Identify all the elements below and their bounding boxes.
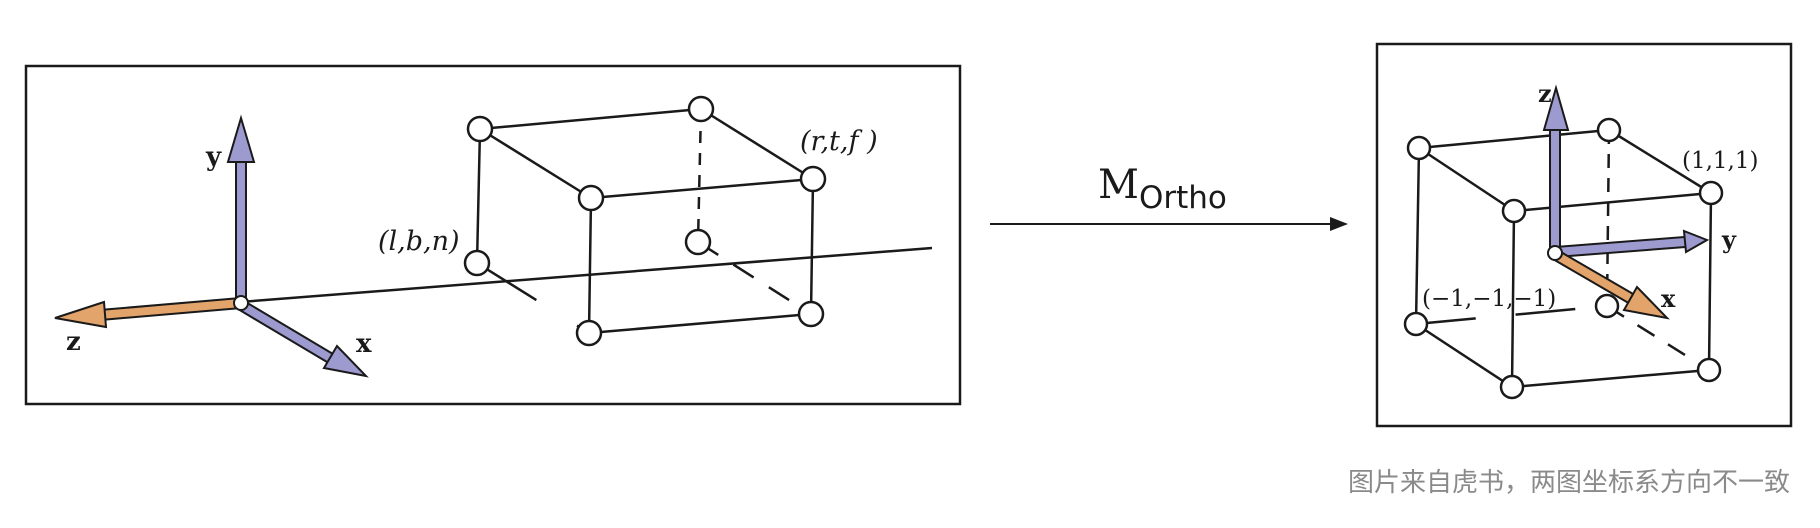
vertex — [1499, 374, 1525, 400]
transform-arrow: MOrtho — [990, 162, 1348, 231]
vertex-rtf — [799, 165, 827, 193]
vertex-min — [1403, 311, 1429, 337]
transform-label: MOrtho — [1098, 162, 1227, 216]
right-cube — [1414, 128, 1713, 389]
corner-min-label: (−1,−1,−1) — [1422, 286, 1556, 312]
left-z-label: z — [66, 327, 81, 357]
right-z-arrowhead — [1542, 84, 1570, 131]
transform-label-main: M — [1098, 162, 1139, 208]
vertex-lbn — [463, 249, 491, 277]
right-y-arrowhead — [1682, 229, 1710, 254]
vertex — [1501, 198, 1527, 224]
left-vertices — [463, 95, 827, 347]
right-x-arrowhead — [1622, 285, 1670, 320]
vertex-max — [1698, 180, 1724, 206]
left-x-arrowhead — [322, 344, 369, 378]
vertex — [684, 228, 712, 256]
corner-near-label: (l,b,n) — [378, 226, 460, 257]
right-x-label: x — [1661, 284, 1676, 313]
vertex — [1596, 117, 1622, 143]
left-x-label: x — [356, 329, 372, 359]
view-direction-line — [239, 246, 933, 304]
right-origin — [1547, 245, 1563, 261]
right-vertices — [1403, 117, 1724, 400]
corner-max-label: (1,1,1) — [1682, 148, 1758, 174]
right-panel: z y x (1,1,1) (−1,−1,−1) — [1375, 42, 1793, 428]
left-axes — [54, 114, 369, 378]
vertex — [1696, 357, 1722, 383]
vertex — [797, 300, 825, 328]
left-panel-frame — [24, 64, 962, 406]
vertex — [1594, 293, 1620, 319]
corner-far-label: (r,t,f ) — [800, 126, 878, 157]
right-axes — [1542, 84, 1710, 320]
transform-arrowhead — [1330, 217, 1348, 231]
left-y-arrowhead — [226, 114, 256, 163]
left-origin — [233, 295, 249, 311]
caption: 图片来自虎书，两图坐标系方向不一致 — [1347, 468, 1790, 498]
left-y-label: y — [205, 142, 222, 172]
vertex — [1406, 135, 1432, 161]
vertex — [575, 319, 603, 347]
vertex — [577, 184, 605, 212]
left-panel: y z x (l,b,n) (r,t,f ) — [24, 64, 962, 406]
right-y-label: y — [1721, 225, 1737, 254]
left-view-volume — [475, 107, 815, 335]
vertex — [466, 115, 494, 143]
transform-label-sub: Ortho — [1139, 180, 1227, 216]
left-z-arrowhead — [54, 300, 108, 329]
vertex — [687, 95, 715, 123]
right-panel-frame — [1375, 42, 1793, 428]
right-z-label: z — [1538, 79, 1552, 108]
